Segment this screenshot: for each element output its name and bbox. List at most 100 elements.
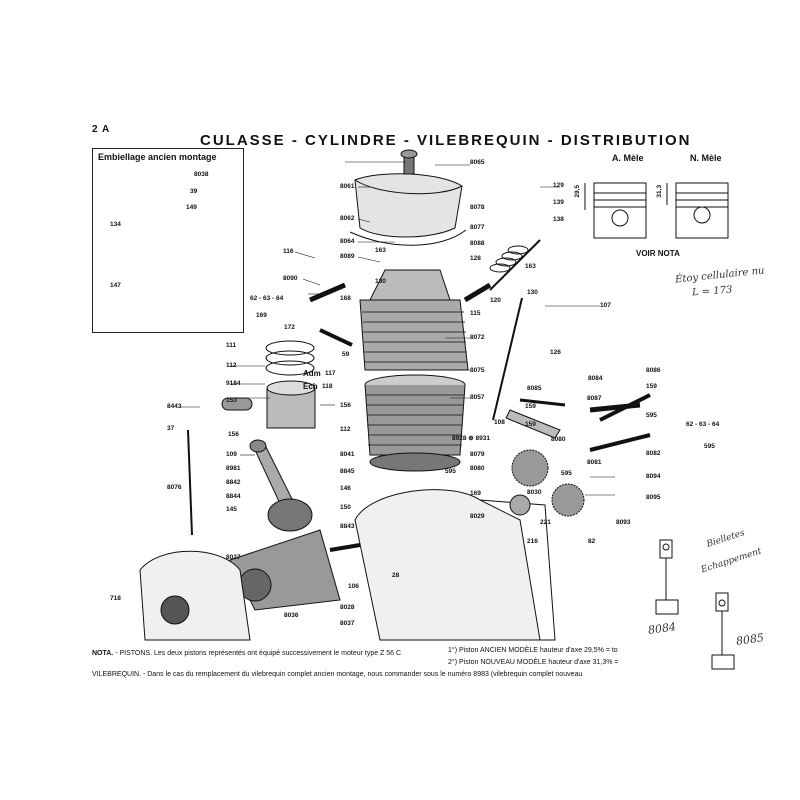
part-label: 8084 xyxy=(588,375,603,382)
part-label: 112 xyxy=(340,426,351,433)
part-label: 163 xyxy=(375,247,386,254)
part-label: 172 xyxy=(284,324,295,331)
part-label: 169 xyxy=(256,312,267,319)
nota-vilebrequin-heading: VILEBREQUIN. xyxy=(92,671,142,678)
part-label: 62 - 63 - 64 xyxy=(250,295,284,302)
new-model-label: N. Mèle xyxy=(690,153,722,163)
part-label: 134 xyxy=(110,221,121,228)
part-label: 8079 xyxy=(470,451,485,458)
part-label: 8443 xyxy=(167,403,182,410)
part-label: 8080 xyxy=(470,465,485,472)
part-label: 130 xyxy=(375,278,386,285)
voir-nota-label: VOIR NOTA xyxy=(636,249,680,258)
part-label: 145 xyxy=(226,506,237,513)
part-label: 8078 xyxy=(470,204,485,211)
old-model-label: A. Mèle xyxy=(612,153,644,163)
part-label: 128 xyxy=(470,255,481,262)
part-label: 107 xyxy=(600,302,611,309)
part-label: 112 xyxy=(226,362,237,369)
timing-gears xyxy=(509,449,585,517)
part-label: 718 xyxy=(110,595,121,602)
nota-line-4: VILEBREQUIN. - Dans le cas du remplaceme… xyxy=(92,671,582,678)
part-label: 216 xyxy=(527,538,538,545)
part-label: 8036 xyxy=(284,612,299,619)
part-label: 595 xyxy=(646,412,657,419)
inset-panel xyxy=(92,148,244,333)
part-label: 139 xyxy=(553,199,564,206)
part-label: 8095 xyxy=(646,494,661,501)
nota-line-3: 2°) Piston NOUVEAU MODÈLE hauteur d'axe … xyxy=(448,659,619,666)
part-label: 8081 xyxy=(587,459,602,466)
part-label: 8037 xyxy=(340,620,355,627)
part-label: 59 xyxy=(342,351,350,358)
nota-vilebrequin-text: - Dans le cas du remplacement du vilebre… xyxy=(142,671,583,678)
part-label: 159 xyxy=(525,421,536,428)
part-label: 8088 xyxy=(470,240,485,247)
part-label: 8085 xyxy=(527,385,542,392)
part-label: 106 xyxy=(348,583,359,590)
nota-line-2: 1°) Piston ANCIEN MODÈLE hauteur d'axe 2… xyxy=(448,647,618,654)
part-label: 147 xyxy=(110,282,121,289)
rod-sketch-2 xyxy=(711,592,735,670)
part-label: 117 xyxy=(325,370,336,377)
part-label: 8076 xyxy=(167,484,182,491)
nota-heading: NOTA. xyxy=(92,650,114,657)
valve-springs xyxy=(309,239,541,347)
part-label: 8086 xyxy=(646,367,661,374)
part-label: 39 xyxy=(190,188,198,195)
rod-sketch-1 xyxy=(655,539,679,615)
new-axis-height: 31,3 xyxy=(656,184,664,198)
part-label: 115 xyxy=(470,310,481,317)
part-label: 8981 xyxy=(226,465,241,472)
part-label: 8028 xyxy=(340,604,355,611)
part-label: 129 xyxy=(553,182,564,189)
part-label: 120 xyxy=(490,297,501,304)
part-label: 169 xyxy=(470,490,481,497)
part-label: 8072 xyxy=(470,334,485,341)
nota-line-1: NOTA. - PISTONS. Les deux pistons représ… xyxy=(92,650,401,657)
part-label: 146 xyxy=(340,485,351,492)
part-label: 8061 xyxy=(340,183,355,190)
page-title: CULASSE - CYLINDRE - VILEBREQUIN - DISTR… xyxy=(200,132,692,149)
push-rods xyxy=(187,297,651,536)
part-label: 8057 xyxy=(470,394,485,401)
part-label: 168 xyxy=(340,295,351,302)
part-label: 159 xyxy=(525,403,536,410)
part-label: 153 xyxy=(226,397,237,404)
part-label: 8038 xyxy=(194,171,209,178)
part-label: 8089 xyxy=(340,253,355,260)
part-label: 118 xyxy=(322,383,333,390)
part-label: 82 xyxy=(588,538,596,545)
piston-assembly xyxy=(221,340,316,429)
leader-lines xyxy=(180,161,615,496)
part-label: 149 xyxy=(186,204,197,211)
part-label: 8094 xyxy=(646,473,661,480)
part-label: 8093 xyxy=(616,519,631,526)
part-label: 8065 xyxy=(470,159,485,166)
part-label: 126 xyxy=(550,349,561,356)
part-label: 8027 xyxy=(226,554,241,561)
part-label: 8843 xyxy=(340,523,355,530)
part-label: 116 xyxy=(283,248,294,255)
part-label: 8090 xyxy=(283,275,298,282)
old-axis-height: 29,5 xyxy=(574,184,582,198)
page-number: 2 A xyxy=(92,124,111,135)
piston-profile-old xyxy=(584,182,647,239)
part-label: 8087 xyxy=(587,395,602,402)
part-label: 595 xyxy=(445,468,456,475)
part-label: 108 xyxy=(494,419,505,426)
piston-profile-new xyxy=(666,182,729,239)
part-label: 8928 ⊕ 8931 xyxy=(452,435,490,442)
part-label: 8842 xyxy=(226,479,241,486)
part-label: 221 xyxy=(540,519,551,526)
inset-title: Embiellage ancien montage xyxy=(98,152,217,162)
intake-label: Adm xyxy=(303,369,321,378)
valve-cover xyxy=(349,149,467,246)
part-label: 138 xyxy=(553,216,564,223)
part-label: 8062 xyxy=(340,215,355,222)
rocker-arms xyxy=(505,398,641,439)
cylinder-barrel xyxy=(364,374,466,472)
part-label: 8041 xyxy=(340,451,355,458)
part-label: 159 xyxy=(646,383,657,390)
